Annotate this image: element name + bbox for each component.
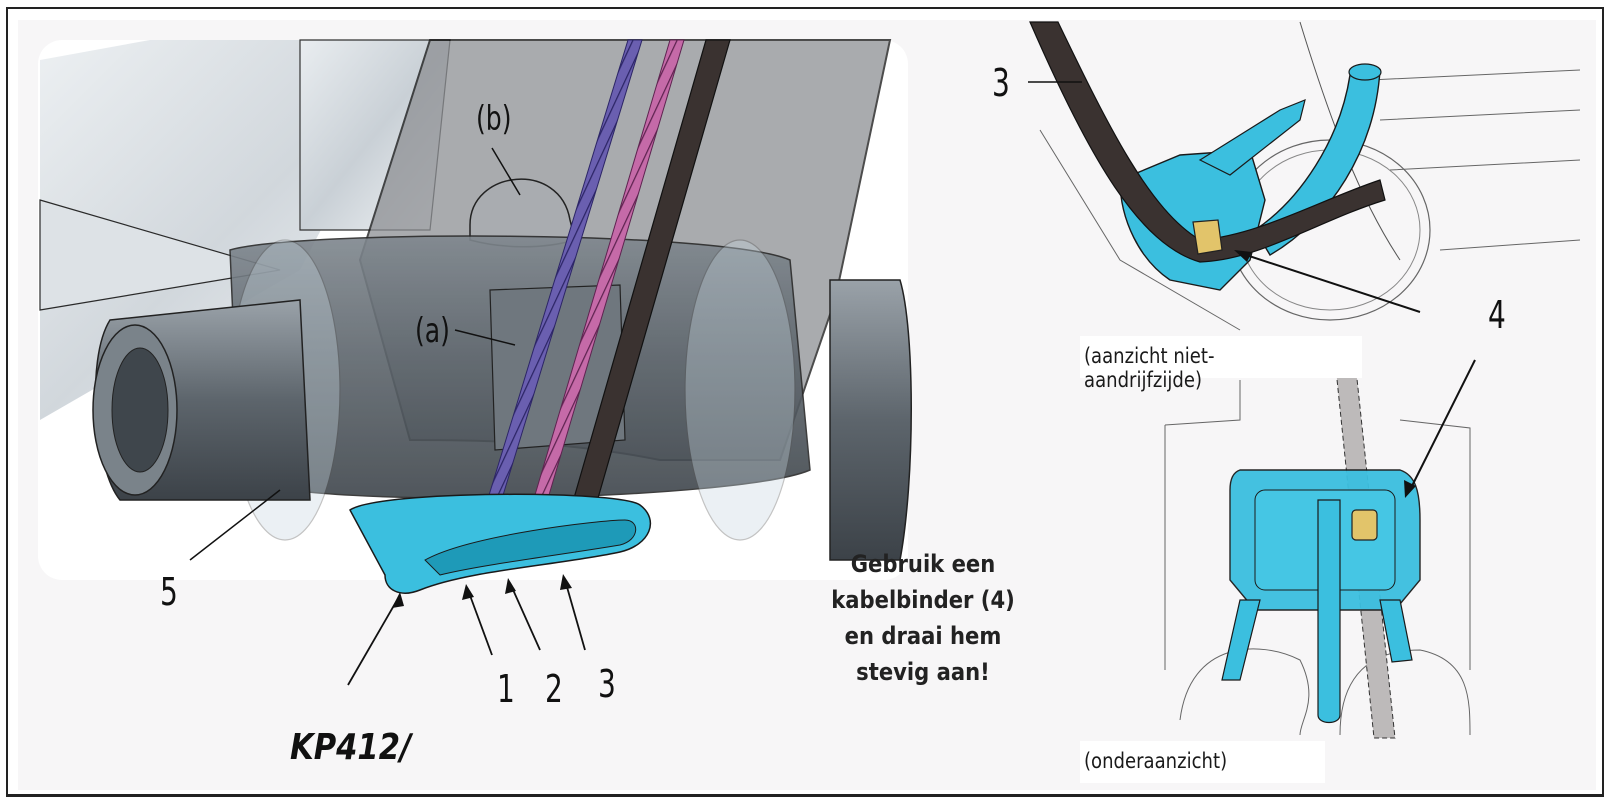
chainstay-outline (1039, 129, 1241, 331)
label-side-4: 4 (1488, 293, 1506, 337)
label-side-3: 3 (992, 61, 1010, 105)
side-view-caption-text: (aanzicht niet-aandrijfzijde) (1084, 344, 1215, 392)
leader-5 (189, 489, 281, 561)
side-view-background (1000, 20, 1580, 325)
arrowhead-cable-1 (462, 584, 474, 600)
bottom-guide-leg-right (1379, 599, 1413, 663)
label-part-5: 5 (160, 570, 178, 614)
arrowhead-cable-2 (505, 578, 516, 594)
side-hose-3 (1029, 21, 1386, 263)
cable-guide-rail (424, 519, 637, 576)
zip-tie-4 (1192, 219, 1223, 255)
down-tube-shadow (39, 199, 281, 311)
bottom-view (1164, 359, 1476, 739)
label-cable-2: 2 (545, 667, 563, 711)
bottom-zip-tie-4 (1351, 509, 1378, 541)
side-guide-fin (1198, 99, 1306, 176)
shell-ring-right (684, 239, 796, 541)
instruction-line: en draai hem (844, 622, 1002, 650)
instruction-note: Gebruik een kabelbinder (4) en draai hem… (822, 546, 1024, 690)
arrow-side-4 (1239, 252, 1421, 313)
cup-bore (111, 347, 169, 473)
bottom-view-caption: (onderaanzicht) (1080, 741, 1325, 783)
bearing-cup-right (829, 279, 912, 561)
instruction-line: kabelbinder (4) (831, 586, 1015, 614)
bottom-chainstay-outline (1179, 648, 1471, 736)
part-code-label: KP412/ (290, 727, 412, 768)
instruction-line: stevig aan! (856, 658, 990, 686)
arrowhead-kp412 (392, 592, 404, 608)
arrow-cable-1 (467, 589, 493, 656)
bottom-frame-outline (1164, 380, 1471, 670)
leader-b (491, 147, 521, 196)
arrow-kp412 (347, 594, 401, 686)
tube-end (1348, 63, 1382, 81)
label-hole-b: (b) (476, 99, 512, 139)
main-view (38, 39, 912, 686)
instruction-line: Gebruik een (850, 550, 996, 578)
side-view (1000, 20, 1581, 331)
arrowhead-cable-3 (560, 574, 572, 590)
bottom-view-caption-text: (onderaanzicht) (1084, 749, 1228, 773)
arrowhead-bottom-4 (1404, 480, 1416, 498)
label-cable-3: 3 (598, 662, 616, 706)
arrow-bottom-4 (1409, 359, 1476, 491)
label-cable-1: 1 (497, 667, 515, 711)
arrow-cable-3 (564, 579, 586, 651)
leader-a (454, 329, 516, 346)
arrow-cable-2 (509, 582, 541, 651)
side-view-caption: (aanzicht niet-aandrijfzijde) (1080, 336, 1362, 392)
arrowhead-side-4 (1234, 250, 1252, 262)
label-hole-a: (a) (415, 311, 450, 351)
bottom-guide-leg-center (1317, 499, 1341, 724)
frame-lines (1369, 69, 1581, 251)
bottom-guide-leg-left (1221, 599, 1261, 681)
